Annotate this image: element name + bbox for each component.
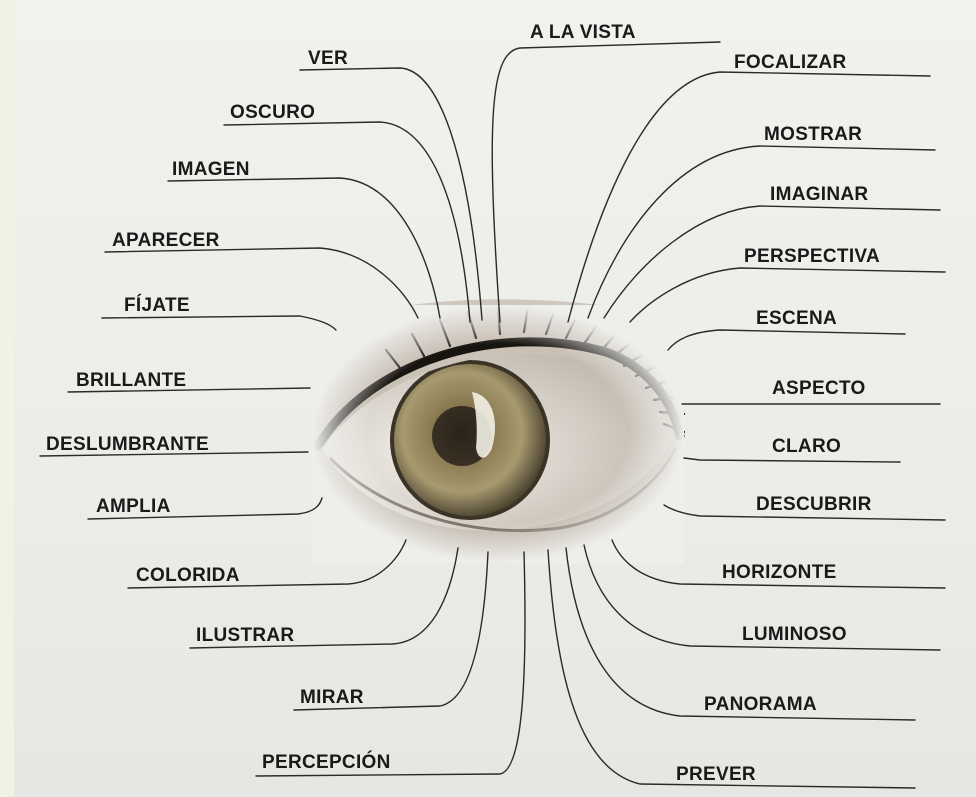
word-brillante: BRILLANTE [76, 370, 186, 391]
word-amplia: AMPLIA [96, 496, 171, 517]
word-perspectiva: PERSPECTIVA [744, 246, 880, 267]
word-mirar: MIRAR [300, 687, 364, 708]
word-descubrir: DESCUBRIR [756, 494, 872, 515]
word-imaginar: IMAGINAR [770, 184, 868, 205]
word-colorida: COLORIDA [136, 565, 240, 586]
word-mostrar: MOSTRAR [764, 124, 862, 145]
word-ilustrar: ILUSTRAR [196, 625, 294, 646]
word-fijate: FÍJATE [124, 294, 190, 316]
word-oscuro: OSCURO [230, 102, 315, 123]
word-aspecto: ASPECTO [772, 378, 866, 399]
eye-photo [312, 299, 684, 563]
word-prever: PREVER [676, 764, 756, 785]
word-ver: VER [308, 48, 348, 69]
word-luminoso: LUMINOSO [742, 624, 847, 645]
word-panorama: PANORAMA [704, 694, 817, 715]
word-deslumbrante: DESLUMBRANTE [46, 434, 209, 455]
word-aparecer: APARECER [112, 230, 220, 251]
word-horizonte: HORIZONTE [722, 562, 837, 583]
word-a-la-vista: A LA VISTA [530, 22, 636, 43]
word-escena: ESCENA [756, 308, 837, 329]
word-imagen: IMAGEN [172, 159, 250, 180]
word-focalizar: FOCALIZAR [734, 52, 846, 73]
word-percepcion: PERCEPCIÓN [262, 751, 391, 773]
word-claro: CLARO [772, 436, 841, 457]
